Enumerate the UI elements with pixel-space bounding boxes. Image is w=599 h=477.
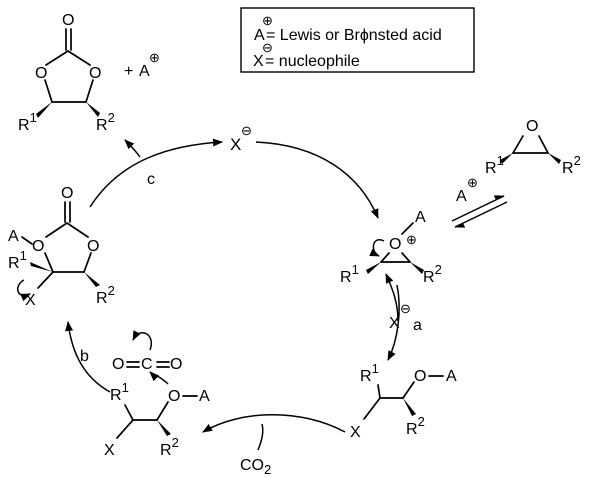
r2-label: R2 [96,110,115,134]
epoxide-r1: R1 [485,153,504,177]
attacking-nucleophile-charge: ⊖ [400,301,411,316]
intermediate-r2: R2 [96,283,115,307]
regenerated-acid-charge: ⊕ [149,50,160,65]
legend-acid-text: = Lewis or Brϕnsted acid [266,27,442,44]
legend-acid-charge: ⊕ [262,13,273,28]
cyclic-carbonate-product: O O O R1 R2 + A ⊕ [18,12,160,134]
oxonium-charge: ⊕ [406,232,417,247]
nucleophile-x: X [230,135,241,154]
co2-carbon: C [141,356,153,373]
complex-r2: R2 [160,435,179,459]
co2-label: CO2 [240,457,271,477]
activated-epoxide-oxygen: O [389,236,401,253]
legend-nuc-text: = nucleophile [265,53,360,70]
epoxide-oxygen: O [526,118,538,135]
eq-acid-charge: ⊕ [467,175,478,190]
alkoxide-a: A [446,368,457,385]
complex-x: X [104,442,115,459]
epoxide: O R1 R2 [485,118,581,177]
legend-nuc-charge: ⊖ [262,40,273,55]
step-a-label: a [413,317,422,334]
arrow-step-a [387,284,400,361]
activated-epoxide-r2: R2 [423,262,442,286]
arrow-product-release [124,139,141,158]
legend-box: A ⊕ = Lewis or Brϕnsted acid X ⊖ = nucle… [240,7,475,73]
activated-epoxide-a: A [415,209,426,226]
alkoxide-r2: R2 [406,414,425,438]
step-b-label: b [80,348,89,365]
legend-acid-symbol: A [254,27,265,44]
co2-o-left: O [112,356,124,373]
ring-oxygen-left: O [35,65,47,82]
alkoxide-x: X [350,424,361,441]
complex-oxygen: O [168,388,180,405]
arrow-step-c [89,138,223,208]
arrow-step-b [65,321,111,393]
intermediate-carbonyl-o: O [61,185,73,202]
intermediate-x: X [25,292,36,309]
nucleophile-top: X ⊖ [230,123,252,154]
alkoxide-r1: R1 [360,361,379,385]
alkoxide-oxygen: O [414,368,426,385]
intermediate-a: A [8,228,19,245]
arrow-co2-feed [257,423,264,451]
r1-label: R1 [18,110,37,134]
activated-epoxide: A O ⊕ R1 R2 X ⊖ [340,209,442,332]
epoxide-r2: R2 [562,153,581,177]
complex-a: A [199,388,210,405]
cycle-arrows: c a b [65,138,422,451]
alkoxide-co2-complex: O C O R1 X O A R2 [104,330,210,459]
complex-r1: R1 [110,380,129,404]
nucleophile-charge: ⊖ [241,123,252,138]
equilibrium-arrows: A ⊕ [451,175,508,228]
co2-o-right: O [170,356,182,373]
plus-sign: + [124,63,133,80]
arrow-nucleophile-to-epoxide [255,141,379,219]
activated-epoxide-r1: R1 [340,262,359,286]
intermediate-r1: R1 [8,248,27,272]
attacking-nucleophile: X [389,315,400,332]
eq-acid: A [456,188,467,205]
carbonate-intermediate: O A O O R1 X R2 [8,185,115,309]
intermediate-o-left: O [32,238,44,255]
regenerated-acid: A [139,63,150,80]
carbonyl-oxygen: O [62,12,74,29]
legend-nuc-symbol: X [253,53,264,70]
ring-oxygen-right: O [89,65,101,82]
ring-opened-alkoxide: R1 X O A R2 [350,361,457,441]
step-c-label: c [147,171,155,188]
intermediate-o-right: O [87,238,99,255]
arrow-co2-insertion [202,414,346,433]
